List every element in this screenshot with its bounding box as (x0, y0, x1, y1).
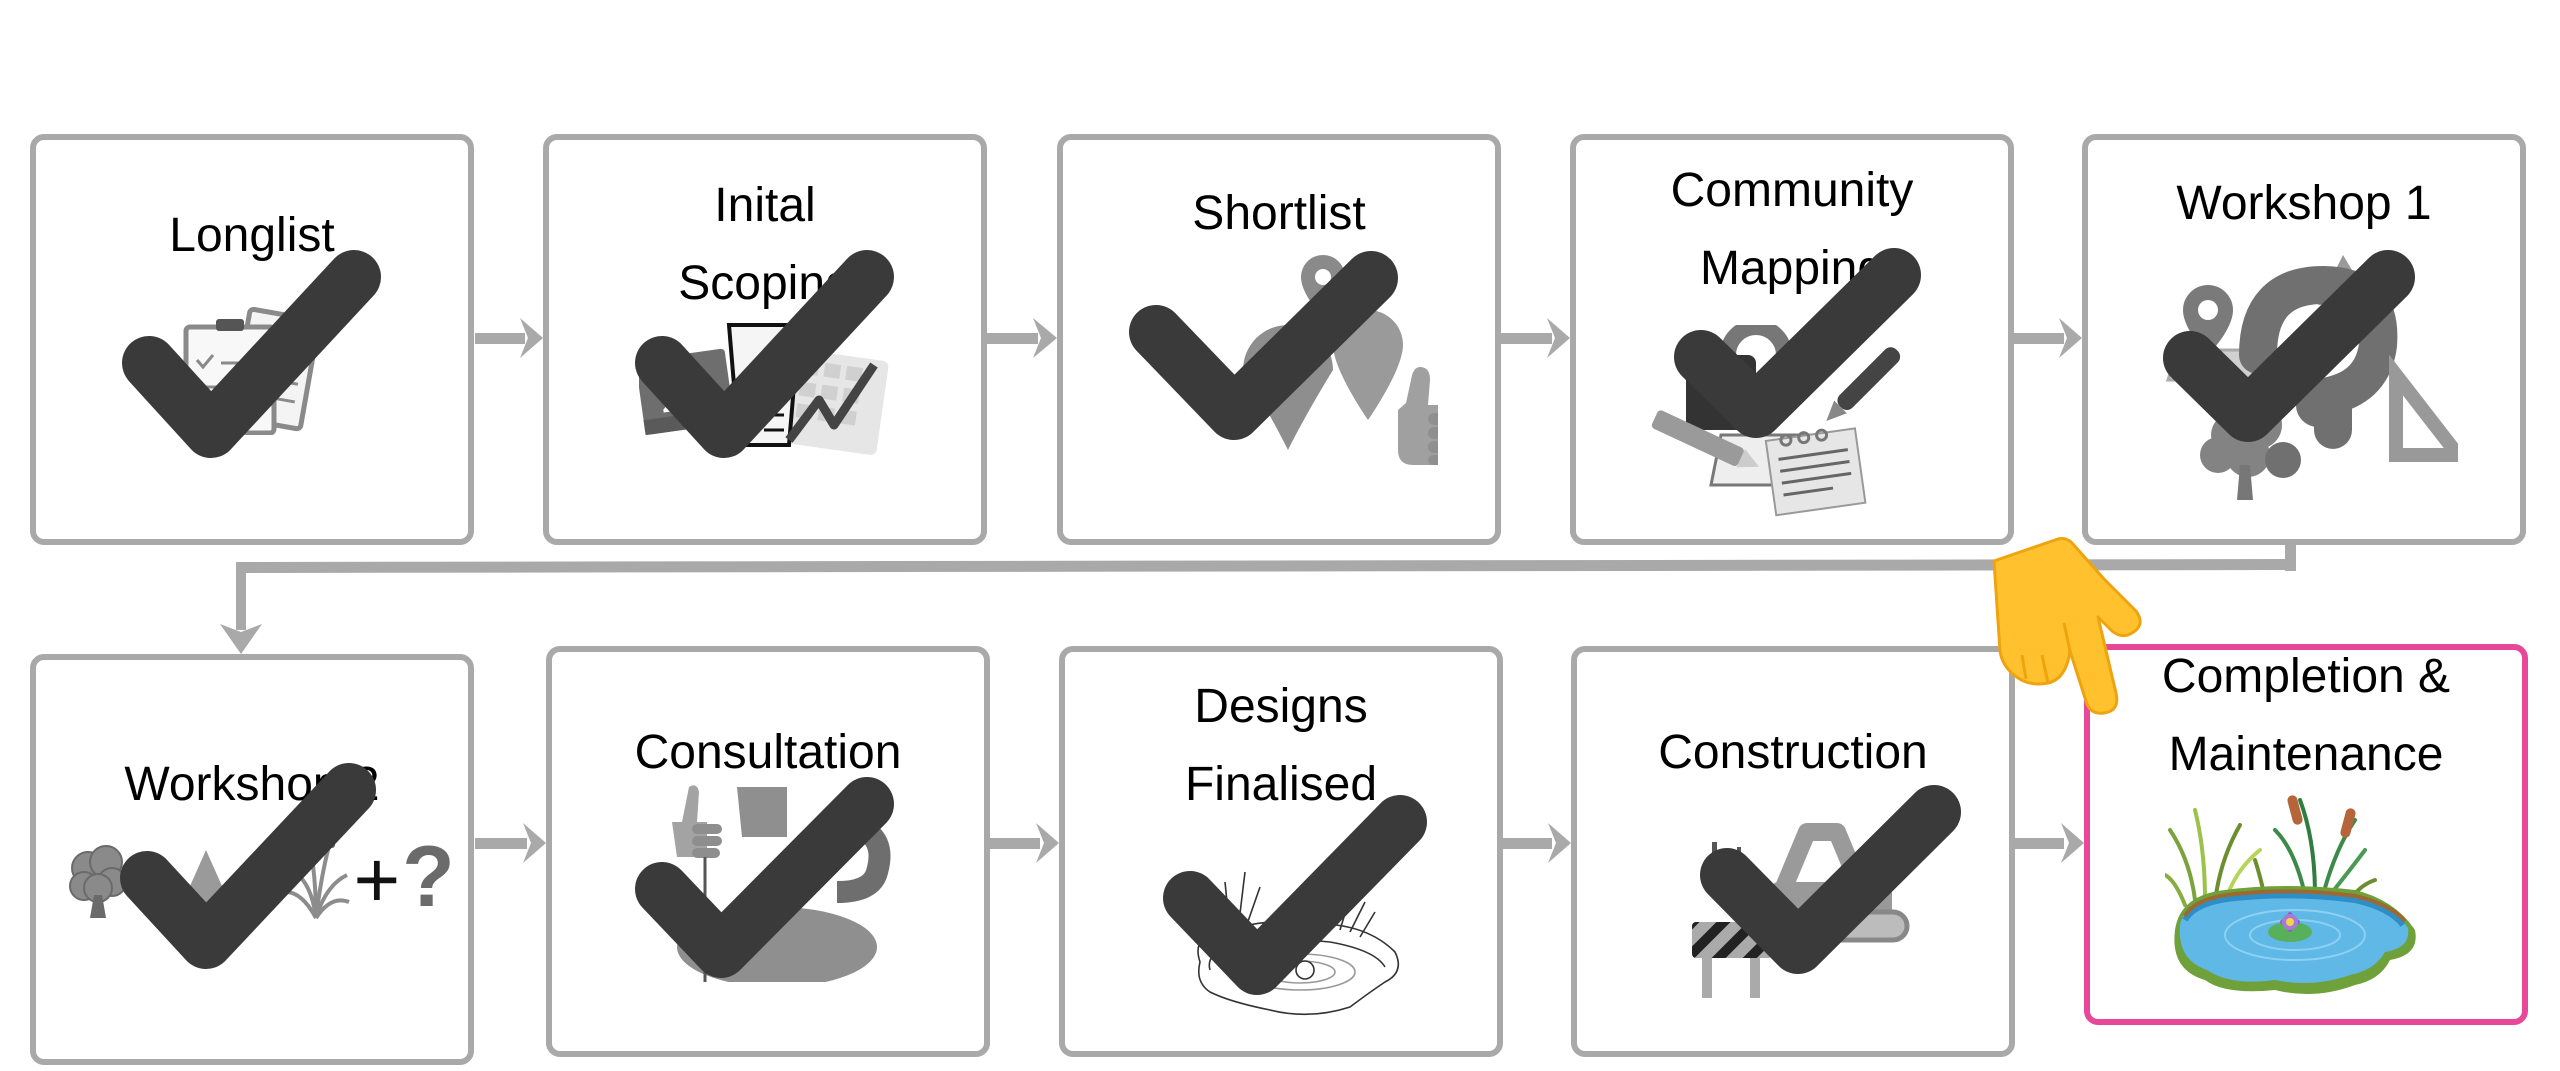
tree-icon (69, 845, 127, 918)
step-workshop-1[interactable]: Workshop 1 (2082, 134, 2526, 545)
plus-sign: + (353, 835, 401, 924)
arrow-construction-to-completion (2014, 823, 2084, 863)
thumbs-question-pond-icon (672, 785, 891, 982)
arrow-workshop1-to-workshop2 (220, 545, 2296, 654)
arrow-mapping-to-workshop1 (2012, 318, 2082, 358)
budget-report-icon: £ (639, 318, 889, 455)
reeds-icon (283, 830, 351, 920)
plus-sign: + (132, 835, 179, 924)
step-title: Construction (1577, 714, 2009, 792)
step-shortlist[interactable]: Shortlist (1057, 134, 1501, 545)
arrow-workshop2-to-consultation (475, 823, 546, 863)
question-mark: ? (402, 829, 455, 925)
step-title-line: Workshop 1 (2176, 177, 2432, 230)
step-title-line: Completion & (2161, 650, 2451, 703)
step-title-line: Inital (714, 179, 816, 232)
step-title-line: Scoping (678, 257, 852, 310)
arrow-consultation-to-designs (988, 823, 1059, 863)
step-initial-scoping[interactable]: Inital Scoping £ (543, 134, 987, 545)
arrow-shortlist-to-mapping (1501, 318, 1570, 358)
step-title-line: Maintenance (2168, 728, 2444, 781)
arrow-longlist-to-scoping (475, 318, 543, 358)
step-title-line: Finalised (1184, 758, 1378, 811)
step-community-mapping[interactable]: Community Mapping (1570, 134, 2014, 545)
pin-question-tree-ruler-icon (2165, 255, 2458, 500)
step-title-line: Workshop 2 (124, 758, 380, 811)
step-designs-finalised[interactable]: Designs Finalised (1059, 646, 1503, 1057)
step-title-line: Designs (1194, 680, 1368, 733)
step-title: Community Mapping (1576, 152, 2008, 308)
step-title-line: Community (1670, 164, 1914, 217)
map-pins-thumbs-up-icon (1243, 255, 1438, 465)
step-construction[interactable]: Construction (1571, 646, 2015, 1057)
pond-sketch-icon (1197, 871, 1400, 1016)
step-title-line: Shortlist (1192, 187, 1366, 240)
step-consultation[interactable]: Consultation (546, 646, 990, 1057)
step-title: Longlist (36, 197, 468, 275)
step-title-line: Consultation (634, 726, 902, 779)
plus-sign: + (232, 835, 280, 924)
step-title: Completion & Maintenance (2090, 638, 2522, 794)
step-workshop-2[interactable]: Workshop 2 + + + ? (30, 654, 474, 1065)
arrow-designs-to-construction (1501, 823, 1571, 863)
equation-row: + + + ? (66, 830, 455, 920)
step-title-line: Longlist (169, 209, 335, 262)
step-completion-maintenance[interactable]: Completion & Maintenance (2084, 644, 2528, 1025)
camera-map-notes-icon (1651, 325, 1901, 517)
water-drop-icon (185, 850, 226, 915)
step-title: Designs Finalised (1065, 668, 1497, 824)
step-title: Shortlist (1063, 175, 1495, 253)
step-title-line: Construction (1658, 726, 1928, 779)
pond-color-icon (2165, 795, 2416, 994)
step-title: Consultation (552, 714, 984, 792)
step-longlist[interactable]: Longlist (30, 134, 474, 545)
step-title: Workshop 2 (36, 746, 468, 824)
arrow-scoping-to-shortlist (986, 318, 1057, 358)
step-title: Inital Scoping (549, 167, 981, 323)
pointing-hand-icon (1992, 537, 2142, 715)
clipboard-documents-icon (183, 306, 322, 435)
step-title-line: Mapping (1699, 242, 1885, 295)
excavator-barrier-icon (1692, 823, 1910, 998)
step-title: Workshop 1 (2088, 165, 2520, 243)
